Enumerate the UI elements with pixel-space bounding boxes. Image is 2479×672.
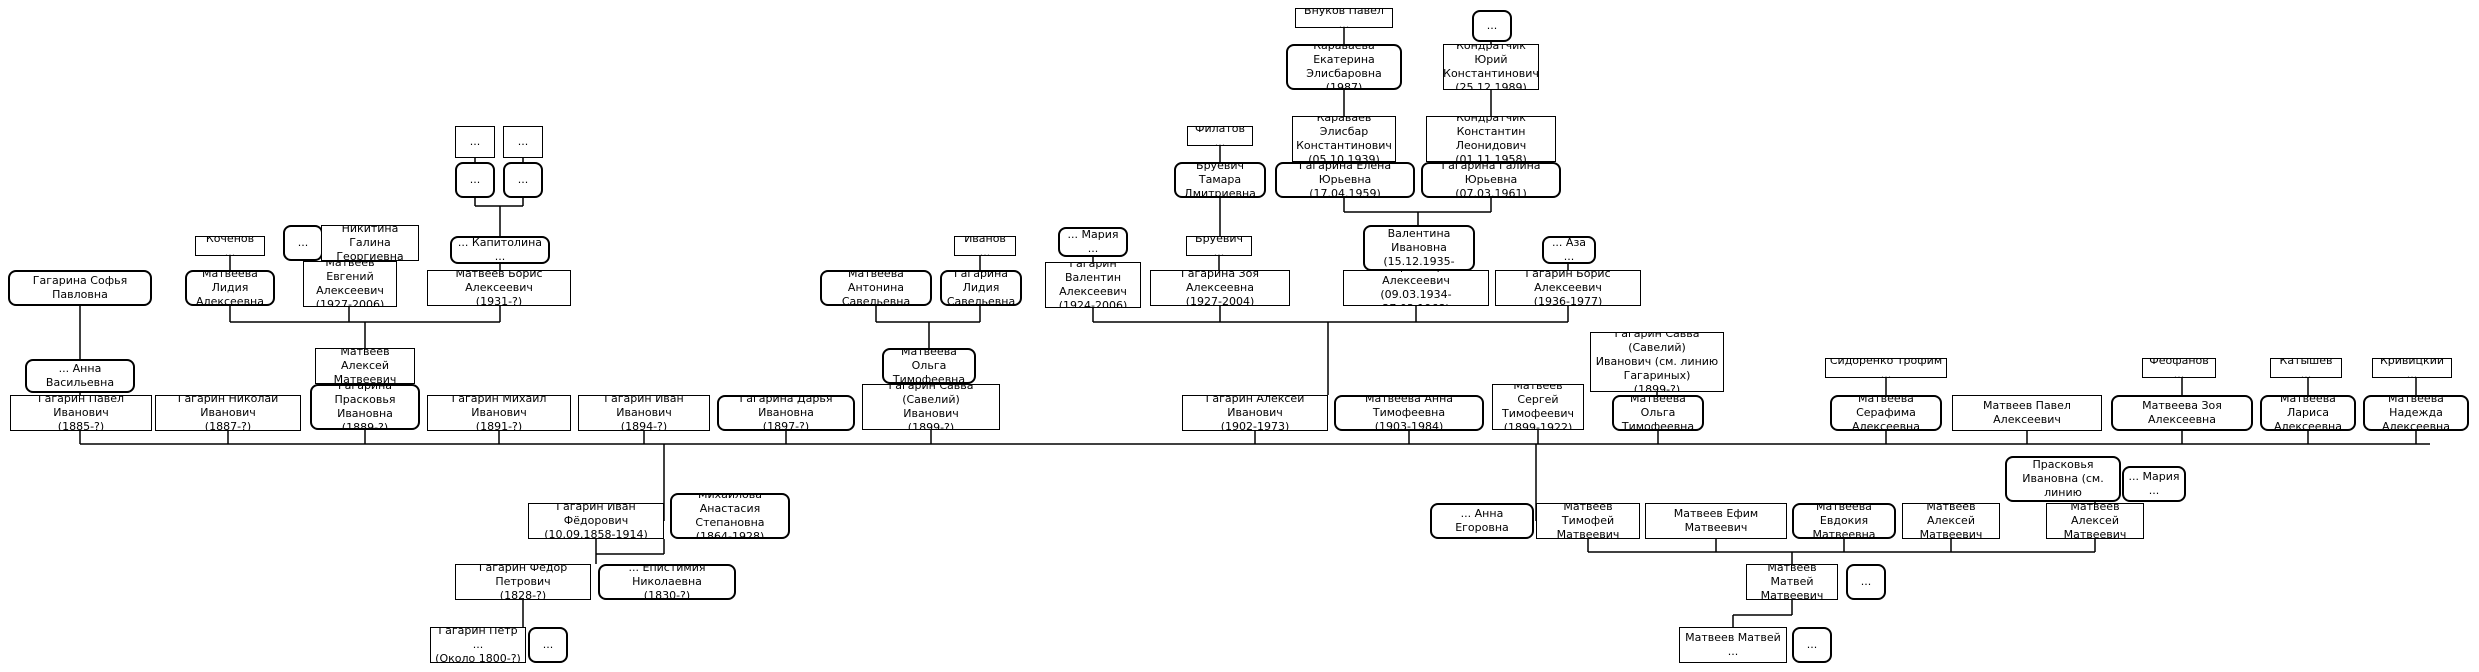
person-gagarin-ivan-fedorovich[interactable]: Гагарин Иван Фёдорович (10.09.1858-1914)	[528, 503, 664, 539]
person-anna-egorovna[interactable]: ... Анна Егоровна	[1430, 503, 1534, 539]
person-karavaeva-ekaterina[interactable]: Караваева Екатерина Элисбаровна (1987)	[1286, 44, 1402, 90]
person-mariya-2[interactable]: ... Мария ...	[2122, 466, 2186, 502]
person-unknown-1[interactable]: ...	[455, 126, 495, 158]
person-matveev-boris[interactable]: Матвеев Борис Алексеевич (1931-?)	[427, 270, 571, 306]
person-unknown-3[interactable]: ...	[455, 162, 495, 198]
person-matveev-sergey[interactable]: Матвеев Сергей Тимофеевич (1899-1922)	[1492, 384, 1584, 430]
person-aza[interactable]: ... Аза ...	[1542, 236, 1596, 264]
person-gagarina-praskovya[interactable]: Гагарина Прасковья Ивановна (1889-?)	[310, 384, 420, 430]
person-matveeva-anna[interactable]: Матвеева Анна Тимофеевна (1903-1984)	[1334, 395, 1484, 431]
person-bruevich[interactable]: Бруевич ...	[1186, 236, 1252, 256]
person-gagarina-galina[interactable]: Гагарина Галина Юрьевна (07.03.1961)	[1421, 162, 1561, 198]
person-krivickiy[interactable]: Кривицкий ...	[2372, 358, 2452, 378]
person-matveev-efim[interactable]: Матвеев Ефим Матвеевич	[1645, 503, 1787, 539]
person-gagarina-elena[interactable]: Гагарина Елена Юрьевна (17.04.1959)	[1275, 162, 1415, 198]
person-gagarin-boris[interactable]: Гагарин Борис Алексеевич (1936-1977)	[1495, 270, 1641, 306]
person-gagarina-praskovya-ref[interactable]: Гагарина Прасковья Ивановна (см. линию Г…	[2005, 456, 2121, 502]
person-gagarina-darya[interactable]: Гагарина Дарья Ивановна (1897-?)	[717, 395, 855, 431]
person-gagarina-sofya[interactable]: Гагарина Софья Павловна	[8, 270, 152, 306]
person-mihaylova-anastasiya[interactable]: Михайлова Анастасия Степановна (1864-192…	[670, 493, 790, 539]
person-matveev-aleksey-top[interactable]: Матвеев Алексей Матвеевич	[315, 348, 415, 384]
person-vnukov[interactable]: Внуков Павел ...	[1295, 8, 1393, 28]
person-matveeva-evdokiya[interactable]: Матвеева Евдокия Матвеевна	[1792, 503, 1896, 539]
person-gagarin-aleksey[interactable]: Гагарин Алексей Иванович (1902-1973)	[1182, 395, 1328, 431]
person-karavaev-elisbar[interactable]: Караваев Элисбар Константинович (05.10.1…	[1292, 116, 1396, 162]
person-unknown-2[interactable]: ...	[503, 126, 543, 158]
person-kochenov[interactable]: Коченов ...	[195, 236, 265, 256]
person-filatov[interactable]: Филатов ...	[1187, 126, 1253, 146]
person-nikitina-galina[interactable]: Никитина Галина Георгиевна	[321, 225, 419, 261]
person-gagarin-petr[interactable]: Гагарин Пётр ... (Около 1800-?)	[430, 627, 526, 663]
person-kapitolina[interactable]: ... Капитолина ...	[450, 236, 550, 264]
person-unknown-6[interactable]: ...	[1846, 564, 1886, 600]
person-ivanov[interactable]: Иванов ...	[954, 236, 1016, 256]
person-gagarin-pavel[interactable]: Гагарин Павел Иванович (1885-?)	[10, 395, 152, 431]
person-gagarin-nikolay[interactable]: Гагарин Николай Иванович (1887-?)	[155, 395, 301, 431]
person-gagarin-valentin[interactable]: Гагарин Валентин Алексеевич (1924-2006)	[1045, 262, 1141, 308]
person-gagarin-fedor[interactable]: Гагарин Фёдор Петрович (1828-?)	[455, 564, 591, 600]
person-epistimiya[interactable]: ... Епистимия Николаевна (1830-?)	[598, 564, 736, 600]
person-matveeva-nadezhda[interactable]: Матвеева Надежда Алексеевна	[2363, 395, 2469, 431]
person-unknown-4[interactable]: ...	[503, 162, 543, 198]
person-unknown-8[interactable]: ...	[1792, 627, 1832, 663]
person-kondratchik-yuriy[interactable]: Кондратчик Юрий Константинович (25.12.19…	[1443, 44, 1539, 90]
person-gagarin-mihail[interactable]: Гагарин Михаил Иванович (1891-?)	[427, 395, 571, 431]
person-matveeva-serafima[interactable]: Матвеева Серафима Алексеевна	[1830, 395, 1942, 431]
person-matveeva-zoya[interactable]: Матвеева Зоя Алексеевна	[2111, 395, 2253, 431]
person-matveev-timofey[interactable]: Матвеев Тимофей Матвеевич	[1536, 503, 1640, 539]
person-gagarin-savva[interactable]: Гагарин Савва (Савелий) Иванович (1899-?…	[862, 384, 1000, 430]
person-matveev-matvey-2[interactable]: Матвеев Матвей ...	[1679, 627, 1787, 663]
person-goryacheva-valentina[interactable]: Горячева Валентина Ивановна (15.12.1935-…	[1363, 225, 1475, 271]
person-bruevich-tamara[interactable]: Бруевич Тамара Дмитриевна	[1174, 162, 1266, 198]
person-gagarina-zoya[interactable]: Гагарина Зоя Алексеевна (1927-2004)	[1150, 270, 1290, 306]
person-unknown-7[interactable]: ...	[528, 627, 568, 663]
person-matveeva-olga-top[interactable]: Матвеева Ольга Тимофеевна	[882, 348, 976, 384]
person-matveeva-olga[interactable]: Матвеева Ольга Тимофеевна	[1612, 395, 1704, 431]
person-katyshev[interactable]: Катышев ...	[2270, 358, 2342, 378]
person-feofanov[interactable]: Феофанов ...	[2142, 358, 2216, 378]
person-gagarina-lidiya[interactable]: Гагарина Лидия Савельевна	[940, 270, 1022, 306]
person-gagarin-savva-ref[interactable]: Гагарин Савва (Савелий) Иванович (см. ли…	[1590, 332, 1724, 392]
person-matveeva-larisa[interactable]: Матвеева Лариса Алексеевна	[2260, 395, 2356, 431]
person-matveev-aleksey-m2[interactable]: Матвеев Алексей Матвеевич	[2046, 503, 2144, 539]
person-matveeva-lidiya[interactable]: Матвеева Лидия Алексеевна	[185, 270, 275, 306]
person-matveeva-antonina[interactable]: Матвеева Антонина Савельевна	[820, 270, 932, 306]
person-sidorenko[interactable]: Сидоренко Трофим ...	[1825, 358, 1947, 378]
person-mariya-1[interactable]: ... Мария ...	[1058, 227, 1128, 257]
person-gagarin-yuriy[interactable]: Гагарин Юрий Алексеевич (09.03.1934-27.0…	[1343, 270, 1489, 306]
person-matveev-evgeniy[interactable]: Матвеев Евгений Алексеевич (1927-2006)	[303, 261, 397, 307]
person-matveev-pavel[interactable]: Матвеев Павел Алексеевич	[1952, 395, 2102, 431]
person-unknown-5[interactable]: ...	[283, 225, 323, 261]
person-matveev-matvey-1[interactable]: Матвеев Матвей Матвеевич	[1746, 564, 1838, 600]
person-anna-vasilevna[interactable]: ... Анна Васильевна	[25, 359, 135, 393]
person-kondratchik-konstantin[interactable]: Кондратчик Константин Леонидович (01.11.…	[1426, 116, 1556, 162]
person-gagarin-ivan-ivanovich[interactable]: Гагарин Иван Иванович (1894-?)	[578, 395, 710, 431]
person-matveev-aleksey-m[interactable]: Матвеев Алексей Матвеевич	[1902, 503, 2000, 539]
person-unknown-top[interactable]: ...	[1472, 10, 1512, 42]
